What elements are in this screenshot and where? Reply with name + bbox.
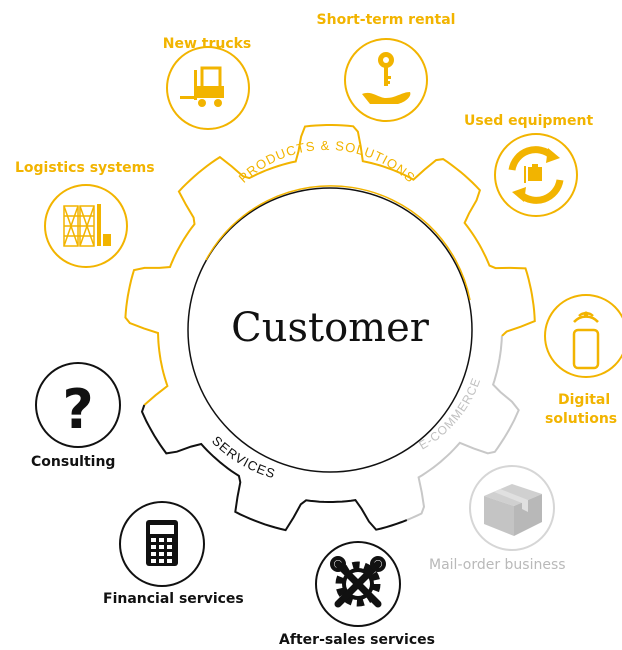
smartphone-wifi-icon: [544, 294, 622, 378]
customer-inner-arc-yellow: [205, 185, 471, 301]
forklift-icon: [166, 46, 250, 130]
svg-text:?: ?: [62, 378, 93, 441]
products-ring-label: PRODUCTS & SOLUTIONS: [236, 138, 419, 186]
key-hand-icon: [344, 38, 428, 122]
consulting-label: Consulting: [31, 454, 116, 470]
package-box-icon: [469, 465, 555, 551]
ecommerce-ring-label: E-COMMERCE: [416, 376, 483, 453]
calculator-icon: [119, 501, 205, 587]
products-gear-segment: [124, 124, 536, 406]
question-mark-icon: ?: [35, 362, 121, 448]
logistics-systems-label: Logistics systems: [15, 160, 155, 176]
after-sales-services-label: After-sales services: [279, 632, 435, 648]
digital-solutions-label-line1: Digital: [558, 392, 611, 408]
mail-order-business-label: Mail-order business: [429, 557, 566, 573]
financial-services-label: Financial services: [103, 591, 244, 607]
new-trucks-label: New trucks: [162, 36, 252, 52]
services-gear-segment: [140, 404, 408, 532]
short-term-rental-label: Short-term rental: [316, 12, 456, 28]
gear-tools-icon: [315, 541, 401, 627]
customer-inner-circle: [187, 187, 473, 473]
ecommerce-gear-segment: [406, 335, 520, 522]
warehouse-racks-icon: [44, 184, 128, 268]
recycle-forklift-icon: [494, 133, 578, 217]
used-equipment-label: Used equipment: [464, 113, 594, 129]
customer-title: Customer: [231, 305, 429, 351]
digital-solutions-label-line2: solutions: [545, 411, 618, 427]
